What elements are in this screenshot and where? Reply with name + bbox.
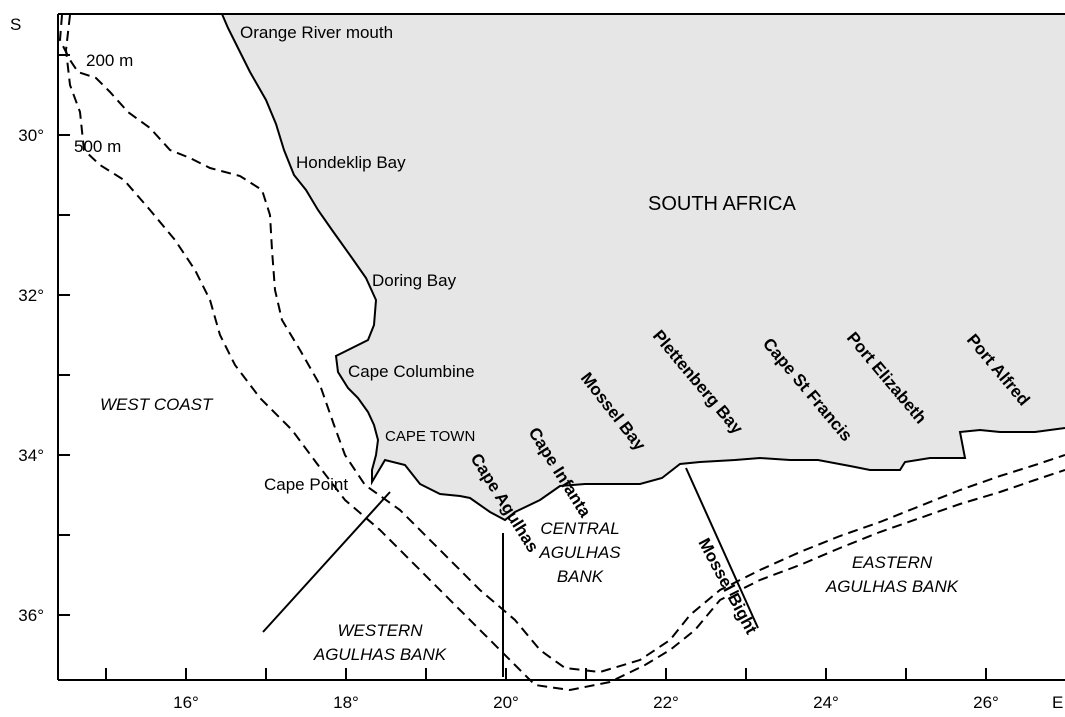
y-tick-label: 34° (18, 446, 44, 465)
x-tick-label: 24° (813, 693, 839, 712)
map-frame (57, 13, 1065, 681)
y-tick-label: 36° (18, 606, 44, 625)
west-sector-line (262, 491, 391, 633)
x-tick-label: 18° (333, 693, 359, 712)
corner-label-east: E (1052, 693, 1063, 712)
place-label: Orange River mouth (240, 23, 393, 42)
y-tick-label: 30° (18, 126, 44, 145)
region-label-central-agulhas: BANK (557, 567, 604, 586)
region-label-eastern-agulhas: AGULHAS BANK (825, 577, 959, 596)
x-ticks (105, 668, 987, 680)
isobath-200m (58, 14, 1065, 674)
isobath-label-500m: 500 m (74, 137, 121, 156)
y-ticks (58, 54, 70, 616)
place-label: Hondeklip Bay (296, 153, 406, 172)
corner-label-south: S (10, 15, 21, 34)
place-label: CAPE TOWN (385, 428, 475, 445)
y-tick-label: 32° (18, 286, 44, 305)
country-label: SOUTH AFRICA (648, 193, 796, 215)
region-label-west-coast: WEST COAST (100, 395, 214, 414)
region-label-central-agulhas: AGULHAS (538, 543, 621, 562)
isobath-500m (64, 14, 1065, 692)
place-label: Cape Columbine (348, 362, 475, 381)
east-sector-line (685, 467, 759, 629)
region-label-western-agulhas: AGULHAS BANK (313, 645, 447, 664)
x-tick-label: 22° (653, 693, 679, 712)
place-label: Doring Bay (372, 271, 457, 290)
region-label-western-agulhas: WESTERN (338, 621, 424, 640)
region-label-central-agulhas: CENTRAL (540, 519, 619, 538)
x-tick-label: 20° (493, 693, 519, 712)
coastline (221, 13, 1065, 522)
isobath-label-200m: 200 m (86, 51, 133, 70)
sector-lines (262, 467, 759, 677)
x-tick-label: 16° (173, 693, 199, 712)
place-label: Mossel Bight (694, 535, 761, 638)
x-tick-label: 26° (973, 693, 999, 712)
region-label-eastern-agulhas: EASTERN (852, 553, 933, 572)
land-area (222, 14, 1065, 520)
place-label: Cape Point (264, 475, 348, 494)
